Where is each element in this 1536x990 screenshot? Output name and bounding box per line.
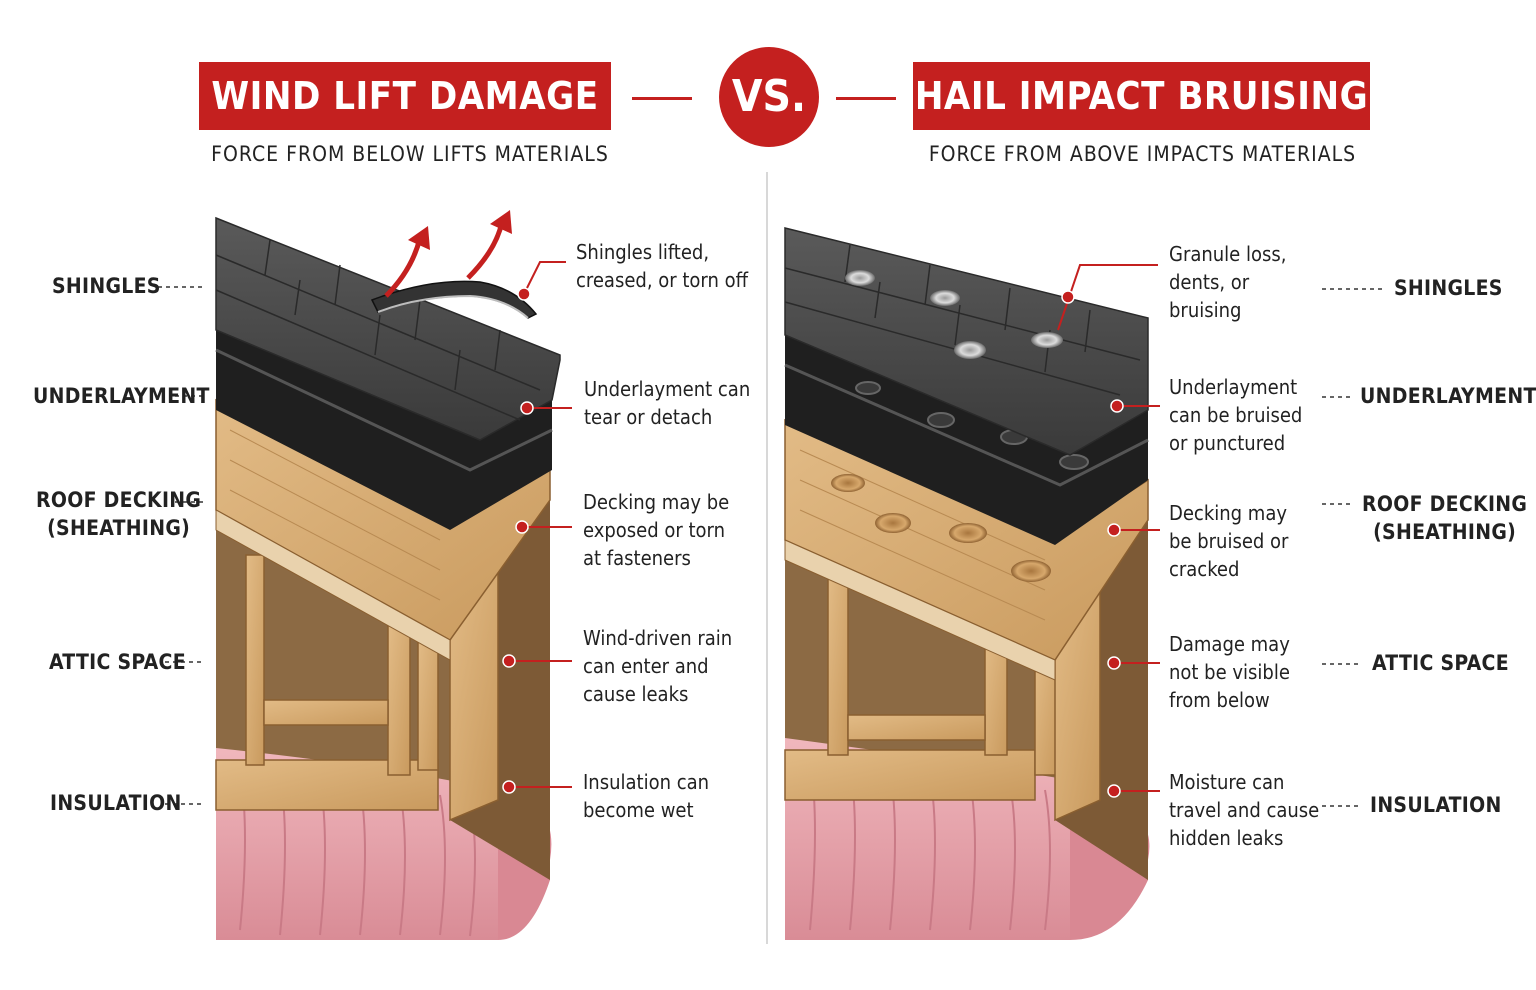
left-note-underlayment: Underlayment can tear or detach [584,377,751,429]
hail-impact-subtitle: FORCE FROM ABOVE IMPACTS MATERIALS [928,142,1357,166]
left-decking-edge [215,509,451,661]
center-divider [766,172,768,944]
left-underlayment [216,320,552,530]
right-underlayment-sheen [784,363,1149,487]
right-note-shingles: Granule loss, dents, or bruising [1169,242,1287,322]
callout-leaders [509,261,1160,792]
layer-label-leaders [158,286,1382,807]
right-layer-underlayment: UNDERLAYMENT [1360,384,1536,408]
callout-dots [502,287,1124,798]
right-note-decking: Decking may be bruised or cracked [1169,501,1289,581]
hail-impact-title: HAIL IMPACT BRUISING [914,74,1369,118]
header-connector-left [632,97,692,100]
right-decking-edge [784,539,1056,681]
left-note-decking: Decking may be exposed or torn at fasten… [583,490,730,570]
wind-arrows [384,210,512,298]
wind-arrow-head-1 [408,226,430,250]
wind-lift-subtitle: FORCE FROM BELOW LIFTS MATERIALS [211,142,609,166]
left-framing [215,554,439,811]
left-note-insulation: Insulation can become wet [583,770,710,822]
left-shingle-courses [215,239,541,421]
lifted-shingle-edge [377,294,529,319]
hail-impact-title-banner: HAIL IMPACT BRUISING [913,62,1370,130]
left-layer-shingles: SHINGLES [52,274,161,298]
underlayment-hail-dents [855,381,1089,470]
right-shingle-courses [784,244,1141,396]
header-connector-right [836,97,896,100]
decking-hail-bruises [831,474,1051,582]
vs-badge: VS. [719,47,819,147]
left-layer-attic-space: ATTIC SPACE [49,650,186,674]
left-layer-insulation: INSULATION [50,791,182,815]
hail-impact-illustration [784,227,1150,940]
left-layer-roof-decking: ROOF DECKING (SHEATHING) [36,488,202,540]
wind-lift-title-banner: WIND LIFT DAMAGE [199,62,611,130]
wind-arrow-head-2 [490,210,512,234]
shingle-hail-dents [845,270,1063,359]
right-layer-shingles: SHINGLES [1394,276,1503,300]
right-decking-grain [799,449,1046,621]
left-layer-underlayment: UNDERLAYMENT [33,384,210,408]
left-underlayment-sheen [215,348,553,472]
left-note-shingles: Shingles lifted, creased, or torn off [576,240,748,292]
right-layer-attic-space: ATTIC SPACE [1372,651,1509,675]
wind-lift-title: WIND LIFT DAMAGE [211,74,599,118]
right-note-attic: Damage may not be visible from below [1169,632,1290,712]
right-layer-insulation: INSULATION [1370,793,1502,817]
wind-lift-illustration [215,210,561,940]
right-framing [784,574,1058,801]
right-note-underlayment: Underlayment can be bruised or punctured [1169,375,1303,455]
right-layer-roof-decking: ROOF DECKING (SHEATHING) [1362,492,1528,544]
left-shingles [215,216,561,441]
right-note-insulation: Moisture can travel and cause hidden lea… [1169,770,1320,850]
left-note-attic: Wind-driven rain can enter and cause lea… [583,626,733,706]
left-decking-grain [229,429,441,601]
